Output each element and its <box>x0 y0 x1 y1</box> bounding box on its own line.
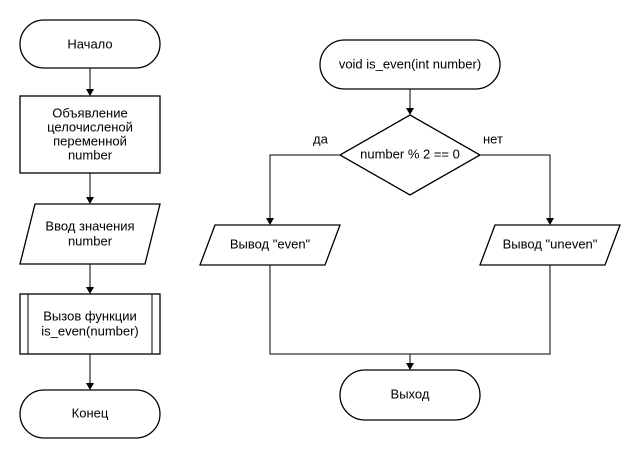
main-flowchart: Начало Объявление целочисленой переменно… <box>19 19 161 439</box>
arrowhead-output-uneven <box>546 218 554 225</box>
arrowhead-decision <box>406 108 414 115</box>
output-even-label: Вывод "even" <box>230 236 311 251</box>
exit-label: Выход <box>391 386 430 401</box>
arrowhead-exit <box>406 363 414 370</box>
end-label: Конец <box>72 405 109 420</box>
arrowhead-end <box>86 383 94 390</box>
connector-yes-branch <box>269 154 340 218</box>
output-even-parallelogram <box>199 224 341 266</box>
input-parallelogram <box>19 203 161 265</box>
output-uneven-parallelogram <box>479 224 621 266</box>
end-terminator <box>19 389 161 439</box>
call-subroutine <box>19 293 161 355</box>
declare-label-line1: Объявление <box>52 105 127 120</box>
arrowhead-input <box>86 197 94 204</box>
call-label-line2: is_even(number) <box>41 323 139 338</box>
call-label-line1: Вызов функции <box>43 308 136 323</box>
input-label-line1: Ввод значения <box>45 218 134 233</box>
start-label: Начало <box>67 36 112 51</box>
condition-diamond <box>338 114 482 196</box>
function-start-label: void is_even(int number) <box>339 56 481 71</box>
arrowhead-call <box>86 287 94 294</box>
connector-no-branch <box>480 154 551 218</box>
no-label: нет <box>483 131 503 146</box>
declare-label-line2: целочисленой <box>47 119 133 134</box>
arrowhead-output-even <box>266 218 274 225</box>
connector-merge <box>269 265 551 355</box>
declare-process <box>19 95 161 174</box>
yes-label: да <box>313 131 329 146</box>
function-start-terminator <box>319 39 501 90</box>
declare-label-line3: переменной <box>53 133 127 148</box>
input-label-line2: number <box>68 233 113 248</box>
start-terminator <box>19 19 161 69</box>
function-flowchart: void is_even(int number) number % 2 == 0… <box>199 39 621 421</box>
exit-terminator <box>339 369 481 421</box>
output-uneven-label: Вывод "uneven" <box>503 236 598 251</box>
arrowhead-declare <box>86 89 94 96</box>
declare-label-line4: number <box>68 147 113 162</box>
condition-label: number % 2 == 0 <box>360 146 460 161</box>
